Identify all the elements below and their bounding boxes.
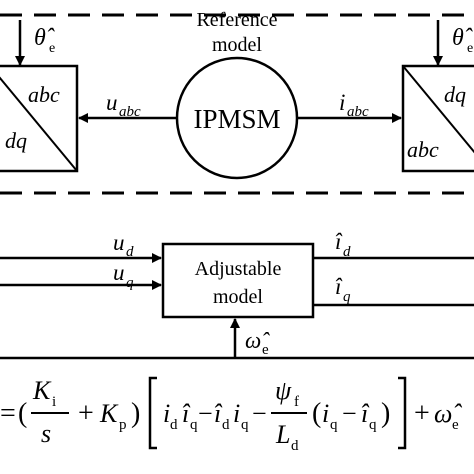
formula-kp: K bbox=[99, 399, 119, 428]
formula-ld: L bbox=[275, 420, 290, 449]
formula-bracket-right bbox=[398, 376, 407, 450]
formula-psi: ψ bbox=[275, 376, 292, 405]
formula-s: s bbox=[41, 419, 51, 448]
i-d-hat-label: î bbox=[335, 229, 343, 254]
right-abc-to-dq-block bbox=[401, 64, 474, 173]
reference-model-label-line1: Reference bbox=[196, 9, 277, 31]
u-abc-label: u bbox=[106, 90, 118, 115]
adjustable-model-line2: model bbox=[213, 286, 263, 308]
right-block-dq: dq bbox=[444, 82, 466, 107]
formula-ki: K bbox=[32, 376, 52, 405]
left-block-abc: abc bbox=[28, 82, 60, 107]
formula-term4-sub: q bbox=[241, 417, 249, 433]
u-abc-subscript: abc bbox=[119, 104, 141, 120]
formula-term5-sub: q bbox=[330, 417, 338, 433]
left-abc-to-dq-block bbox=[0, 64, 79, 173]
i-abc-subscript: abc bbox=[347, 104, 369, 120]
formula-plus-1: + bbox=[78, 398, 94, 429]
formula-equals: = bbox=[0, 398, 16, 429]
adjustable-model-block bbox=[161, 242, 315, 319]
right-block-diagonal bbox=[402, 65, 474, 154]
formula-term2-sub: q bbox=[190, 417, 198, 433]
formula-term2: î bbox=[182, 399, 191, 428]
u-d-label: u bbox=[113, 230, 125, 255]
adjustable-model-line1: Adjustable bbox=[195, 258, 282, 280]
formula-bracket-left bbox=[148, 376, 157, 450]
formula-kp-sub: p bbox=[119, 417, 127, 433]
formula-ki-sub: i bbox=[52, 394, 56, 410]
adaptive-law-formula: = ( K i s + K p ) i d î q − î d i q − ψ … bbox=[0, 376, 462, 454]
formula-inner-paren-close: ) bbox=[381, 398, 390, 429]
formula-term6-sub: q bbox=[369, 417, 377, 433]
formula-minus-3: − bbox=[342, 399, 357, 428]
left-theta-subscript: e bbox=[49, 41, 55, 56]
formula-minus-1: − bbox=[198, 399, 213, 428]
formula-inner-paren-open: ( bbox=[312, 398, 321, 429]
formula-ld-sub: d bbox=[291, 438, 299, 454]
formula-term4: i bbox=[233, 399, 240, 428]
u-q-subscript: q bbox=[126, 275, 134, 291]
right-block-abc: abc bbox=[407, 137, 439, 162]
formula-paren-left: ( bbox=[18, 398, 27, 429]
left-block-diagonal bbox=[0, 76, 78, 172]
formula-plus-2: + bbox=[414, 398, 430, 429]
formula-psi-sub: f bbox=[294, 394, 299, 410]
formula-term3-sub: d bbox=[222, 417, 230, 433]
formula-paren-right: ) bbox=[131, 398, 140, 429]
formula-term1: i bbox=[163, 399, 170, 428]
formula-term6: î bbox=[361, 399, 370, 428]
omega-hat-subscript: e bbox=[262, 342, 269, 358]
formula-term5: i bbox=[322, 399, 329, 428]
formula-term1-sub: d bbox=[170, 417, 178, 433]
formula-minus-2: − bbox=[252, 399, 267, 428]
i-q-hat-subscript: q bbox=[343, 289, 351, 305]
u-q-label: u bbox=[113, 260, 125, 285]
formula-term3: î bbox=[214, 399, 223, 428]
ipmsm-label: IPMSM bbox=[193, 104, 280, 134]
i-abc-label: i bbox=[339, 90, 345, 115]
i-q-hat-label: î bbox=[335, 274, 343, 299]
i-d-hat-subscript: d bbox=[343, 244, 351, 260]
formula-omega-sub: e bbox=[452, 417, 459, 433]
left-block-dq: dq bbox=[5, 128, 27, 153]
right-theta-subscript: e bbox=[467, 41, 473, 56]
reference-model-label-line2: model bbox=[212, 34, 262, 56]
u-d-subscript: d bbox=[126, 244, 134, 260]
